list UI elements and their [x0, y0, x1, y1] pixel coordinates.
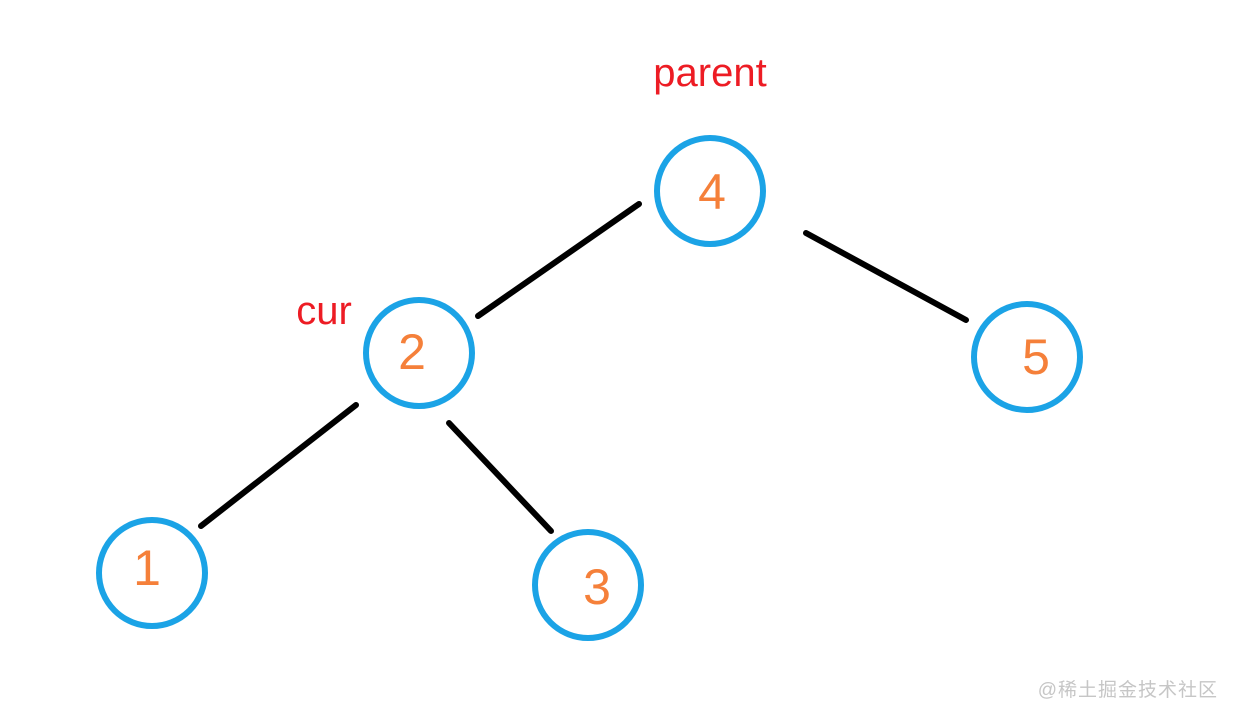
tree-node-2: 2	[363, 297, 475, 409]
tree-node-4: 4	[654, 135, 766, 247]
node-label-parent: parent	[653, 51, 767, 95]
node-value-5: 5	[1022, 329, 1050, 385]
node-value-4: 4	[698, 164, 726, 220]
tree-edge-2-3	[446, 420, 554, 534]
node-value-2: 2	[398, 324, 426, 380]
node-value-1: 1	[133, 540, 161, 596]
tree-node-5: 5	[971, 301, 1083, 413]
tree-edge-4-2	[475, 201, 642, 319]
node-label-cur: cur	[296, 289, 352, 333]
node-value-3: 3	[583, 559, 611, 615]
watermark: @稀土掘金技术社区	[1037, 680, 1218, 701]
tree-node-1: 1	[96, 517, 208, 629]
tree-node-3: 3	[532, 529, 644, 641]
tree-edge-2-1	[198, 402, 359, 529]
tree-edge-4-5	[803, 230, 969, 323]
